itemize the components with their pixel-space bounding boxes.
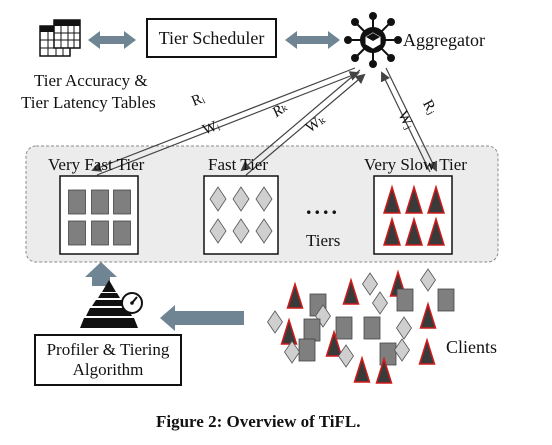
tiers-label: Tiers xyxy=(306,231,341,250)
grey-square-client xyxy=(437,288,455,312)
triangle-client xyxy=(353,355,371,383)
triangle-client xyxy=(280,317,298,345)
diamond-client xyxy=(232,186,250,212)
grey-square-client xyxy=(68,220,86,246)
triangle-client xyxy=(375,356,393,384)
diamond-client xyxy=(338,344,354,368)
diamond-client xyxy=(372,291,388,315)
triangle-client xyxy=(286,281,304,309)
grey-square-client xyxy=(113,220,131,246)
diamond-client xyxy=(362,272,378,296)
diamond-client xyxy=(255,218,273,244)
figure-caption: Figure 2: Overview of TiFL. xyxy=(156,412,361,431)
triangle-client xyxy=(382,216,402,246)
triangle-client xyxy=(426,184,446,214)
diamond-client xyxy=(284,340,300,364)
triangle-client xyxy=(325,329,343,357)
triangle-client xyxy=(419,301,437,329)
triangle-client xyxy=(426,216,446,246)
profiler-box: Profiler & Tiering Algorithm xyxy=(34,334,182,386)
profiler-to-tiers-arrow xyxy=(85,262,117,286)
clients-label: Clients xyxy=(446,337,498,357)
arrow-r-j xyxy=(385,67,437,172)
tables-label-line2: Tier Latency Tables xyxy=(21,93,156,112)
diamond-client xyxy=(255,186,273,212)
triangle-client xyxy=(418,337,436,365)
tier-scheduler-label: Tier Scheduler xyxy=(158,27,265,48)
arrow-w-j xyxy=(380,71,431,173)
arrow-r-i xyxy=(91,67,356,172)
grey-square-client xyxy=(91,189,109,215)
diamond-client xyxy=(232,218,250,244)
profiler-label-line1: Profiler & Tiering xyxy=(46,340,170,360)
aggregator-label: Aggregator xyxy=(403,30,485,50)
tiers-ellipsis: .... xyxy=(306,194,340,219)
grey-square-client xyxy=(298,338,316,362)
diamond-client xyxy=(209,186,227,212)
profiler-label-line2: Algorithm xyxy=(72,360,144,379)
grey-square-client xyxy=(363,316,381,340)
grey-square-client xyxy=(91,220,109,246)
diamond-client xyxy=(209,218,227,244)
grey-square-client xyxy=(396,288,414,312)
diamond-client xyxy=(396,316,412,340)
aggregator-hub-icon xyxy=(344,12,402,68)
arrow-r-k xyxy=(240,69,361,172)
pyramid-gauge-icon xyxy=(80,280,143,328)
grey-square-client xyxy=(68,189,86,215)
triangle-client xyxy=(404,184,424,214)
tier-scheduler-box: Tier Scheduler xyxy=(146,18,277,58)
diamond-client xyxy=(394,338,410,362)
arrow-w-k xyxy=(245,73,366,176)
diamond-client xyxy=(267,310,283,334)
table-icon xyxy=(39,19,81,57)
diamond-client xyxy=(420,268,436,292)
triangle-client xyxy=(342,277,360,305)
clients-to-profiler-arrow xyxy=(160,305,244,331)
tier-name-very-fast: Very Fast Tier xyxy=(48,155,145,174)
grey-square-client xyxy=(303,318,321,342)
tables-label-line1: Tier Accuracy & xyxy=(34,71,148,90)
scheduler-aggregator-arrow xyxy=(285,31,340,49)
tier-name-fast: Fast Tier xyxy=(208,155,268,174)
grey-square-client xyxy=(113,189,131,215)
grey-square-client xyxy=(335,316,353,340)
tables-scheduler-arrow xyxy=(88,31,136,49)
triangle-client xyxy=(404,216,424,246)
tier-name-very-slow: Very Slow Tier xyxy=(364,155,467,174)
arrow-w-i xyxy=(96,71,360,176)
triangle-client xyxy=(382,184,402,214)
